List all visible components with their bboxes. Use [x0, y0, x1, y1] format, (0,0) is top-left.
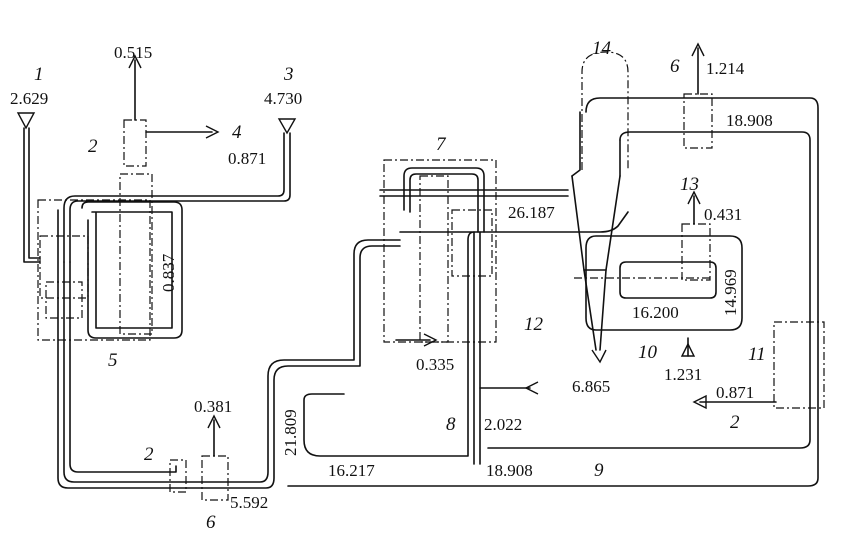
label-0871a: 0.871 — [228, 149, 266, 168]
label-0515: 0.515 — [114, 43, 152, 62]
inlet-3-pipe — [63, 118, 297, 263]
label-n8: 8 — [446, 414, 456, 435]
label-2022: 2.022 — [484, 415, 522, 434]
label-n10: 10 — [638, 342, 658, 363]
label-n7: 7 — [436, 134, 447, 155]
bottom-units — [169, 414, 229, 501]
label-21809: 21.809 — [281, 409, 300, 456]
label-n2a: 2 — [88, 136, 98, 157]
inlet-1-pipe — [16, 112, 41, 263]
label-2629: 2.629 — [10, 89, 48, 108]
unit-5-loop — [37, 173, 183, 341]
label-0837: 0.837 — [159, 253, 178, 292]
label-16200: 16.200 — [632, 303, 679, 322]
label-5592: 5.592 — [230, 493, 268, 512]
unit-7 — [379, 159, 569, 347]
label-n2b: 2 — [730, 412, 740, 433]
right-outlets — [681, 42, 713, 281]
label-n4: 4 — [232, 122, 242, 143]
label-18908b: 18.908 — [486, 461, 533, 480]
label-0431: 0.431 — [704, 205, 742, 224]
left-return-pipe — [57, 209, 401, 489]
label-14969: 14.969 — [721, 269, 740, 316]
label-16217: 16.217 — [328, 461, 375, 480]
unit-10-loop — [574, 235, 743, 357]
outlet-0515 — [123, 54, 220, 167]
cyclone-12 — [287, 51, 819, 487]
label-1214: 1.214 — [706, 59, 745, 78]
label-n13: 13 — [680, 174, 699, 195]
label-18908a: 18.908 — [726, 111, 773, 130]
unit-11 — [692, 321, 825, 410]
label-4730: 4.730 — [264, 89, 302, 108]
label-1231: 1.231 — [664, 365, 702, 384]
label-n12: 12 — [524, 314, 544, 335]
label-n3: 3 — [283, 64, 294, 85]
label-n14: 14 — [592, 38, 612, 59]
label-0381: 0.381 — [194, 397, 232, 416]
label-n9: 9 — [594, 460, 604, 481]
label-n1: 1 — [34, 64, 44, 85]
label-n6a: 6 — [670, 56, 680, 77]
label-0871b: 0.871 — [716, 383, 754, 402]
label-n6b: 6 — [206, 512, 216, 533]
label-26187: 26.187 — [508, 203, 555, 222]
label-6865: 6.865 — [572, 377, 610, 396]
line-8 — [303, 211, 629, 465]
label-n5: 5 — [108, 350, 118, 371]
label-n2c: 2 — [144, 444, 154, 465]
label-n11: 11 — [748, 344, 766, 365]
label-0335: 0.335 — [416, 355, 454, 374]
